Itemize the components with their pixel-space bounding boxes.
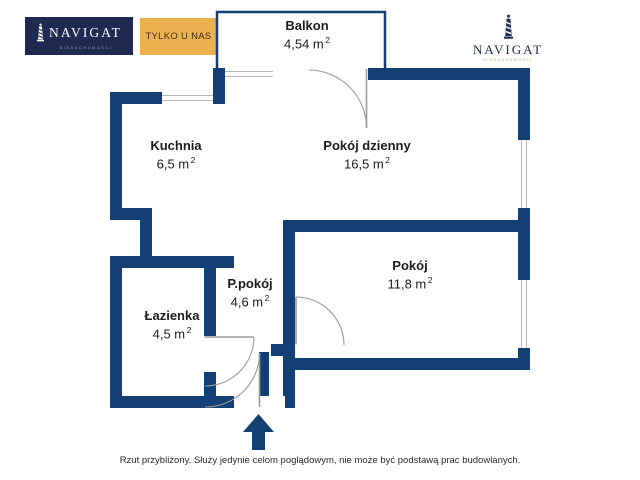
doors	[204, 68, 368, 408]
room-name-ppokoj: P.pokój	[227, 276, 273, 291]
lighthouse-icon	[37, 23, 44, 41]
room-name-kuchnia: Kuchnia	[150, 138, 202, 153]
windows	[162, 68, 530, 348]
room-name-lazienka: Łazienka	[144, 308, 200, 323]
brand-logo-left: NAVIGAT NIERUCHOMOŚCI	[25, 17, 133, 55]
door-balkon	[308, 68, 368, 129]
lighthouse-icon	[503, 14, 513, 39]
door-lazienka	[204, 336, 255, 387]
brand-wordmark-left: NAVIGAT	[49, 24, 122, 40]
room-name-pokoj: Pokój	[392, 258, 428, 273]
entrance-arrow-icon	[243, 414, 274, 450]
exclusive-badge: TYLKO U NAS	[140, 18, 217, 55]
brand-wordmark-right: NAVIGAT	[472, 42, 544, 57]
disclaimer-text: Rzut przybliżony. Służy jedynie celom po…	[119, 455, 521, 466]
brand-subwordmark-right: NIERUCHOMOŚCI	[483, 58, 533, 62]
brand-logo-right: NAVIGAT NIERUCHOMOŚCI	[452, 14, 564, 62]
door-entrance	[204, 352, 285, 408]
walls	[110, 68, 530, 408]
room-outline-balkon	[215, 10, 387, 72]
room-name-balkon: Balkon	[285, 18, 329, 33]
brand-subwordmark-left: NIERUCHOMOŚCI	[59, 45, 113, 50]
room-name-pokoj-dzienny: Pokój dzienny	[323, 138, 411, 153]
door-pokoj	[295, 296, 345, 356]
